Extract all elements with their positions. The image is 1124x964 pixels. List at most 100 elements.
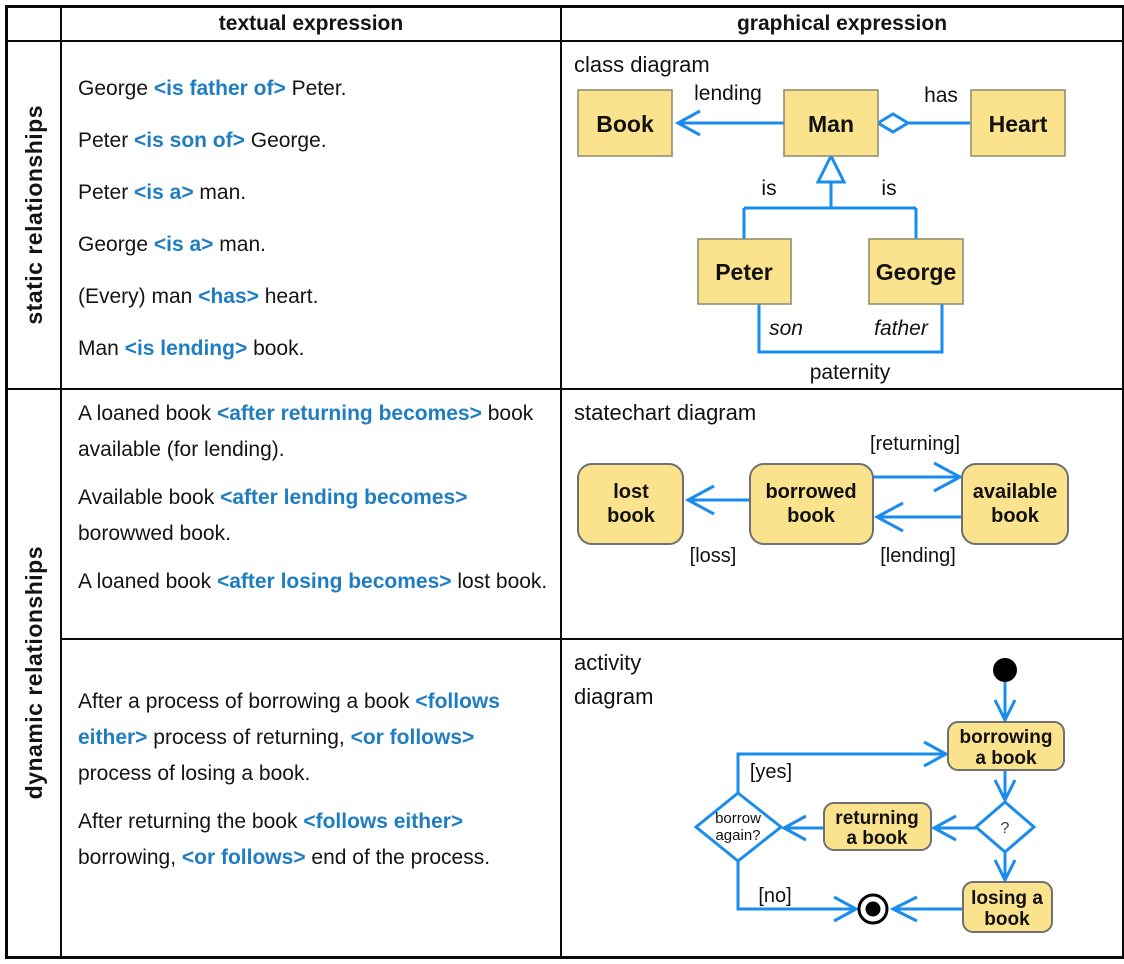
state-available-book: available book [961,463,1069,545]
text-segment: man. [193,181,247,204]
text-segment: borrowing, [78,846,182,869]
class-box-george-label: George [876,259,957,285]
class-diagram-cell: class diagram lending has is [560,40,1122,388]
state-borrowed-line1: borrowed [765,481,856,503]
text-segment: George [78,233,154,256]
action-borrowing-line1: borrowing [960,727,1053,748]
class-box-book: Book [577,89,673,157]
action-borrowing-a-book: borrowing a book [947,721,1065,771]
column-header-textual: textual expression [60,8,560,40]
statechart-diagram-cell: statechart diagram [returning] [lending]… [560,388,1122,638]
static-textual-cell: George <is father of> Peter. Peter <is s… [60,40,560,388]
text-segment: Peter [78,129,135,152]
statechart-diagram-svg: statechart diagram [returning] [lending]… [574,400,1069,567]
edge-returning-to-borrow-again [780,814,824,842]
text-segment: man. [213,233,266,256]
transition-lending: [lending] [873,501,962,567]
aggregation-has: has [875,84,970,134]
guard-lending-label: [lending] [880,545,956,567]
class-box-man: Man [783,89,879,157]
sentence-is-father-of: George <is father of> Peter. [78,72,552,106]
action-borrowing-line2: a book [975,748,1037,769]
relation-segment: <after lending becomes> [220,486,468,509]
row-label-dynamic-relationships: dynamic relationships [8,388,60,956]
generalization-triangle-icon [815,152,847,184]
text-segment: process of returning, [147,726,351,749]
text-segment: After a process of borrowing a book [78,690,416,713]
decision-question-label: ? [1001,820,1010,837]
edge-borrowing-to-decision [993,770,1017,804]
text-segment: George. [244,129,327,152]
column-header-graphical: graphical expression [560,8,1122,40]
sentence-returning-follows: After returning the book <follows either… [78,804,552,876]
text-segment: book. [247,337,305,360]
action-losing-line2: book [984,909,1030,930]
relation-segment: <is lending> [124,337,248,360]
guard-returning-label: [returning] [870,433,960,455]
class-box-peter-label: Peter [715,259,773,285]
corner-cell [8,8,60,40]
activity-diagram-svg: activity diagram [574,650,1065,933]
association-lending: lending [674,82,784,137]
transition-loss: [loss] [684,484,750,567]
column-header-graphical-label: graphical expression [736,12,948,35]
association-lending-label: lending [694,82,762,105]
role-label-son: son [769,317,803,340]
class-box-book-label: Book [596,111,654,137]
state-borrowed-book: borrowed book [749,463,874,545]
statechart-textual-cell: A loaned book <after returning becomes> … [60,388,560,638]
text-segment: Man [78,337,125,360]
row-label-static-relationships: static relationships [8,40,60,388]
relation-segment: <is a> [134,181,194,204]
initial-node-icon [993,658,1017,682]
association-paternity-label: paternity [810,361,891,384]
text-segment: (Every) man [78,285,199,308]
action-returning-line1: returning [835,808,918,829]
relation-segment: <is father of> [153,77,286,100]
action-returning-line2: a book [846,828,908,849]
class-diagram-title: class diagram [574,52,710,77]
relation-segment: <is a> [153,233,214,256]
statechart-diagram-title: statechart diagram [574,400,756,425]
relation-segment: <is son of> [134,129,245,152]
class-box-heart-label: Heart [989,111,1048,137]
transition-returning: [returning] [870,433,964,493]
activity-diagram-title-line1: activity [574,650,641,675]
text-segment: borowwed book. [78,522,231,545]
action-returning-a-book: returning a book [823,802,932,851]
guard-no-label: [no] [758,885,791,907]
action-losing-line1: losing a [971,888,1043,909]
text-segment: end of the process. [305,846,491,869]
text-segment: Peter. [285,77,347,100]
decision-borrow-line2: again? [715,827,760,844]
sentence-man-has-heart: (Every) man <has> heart. [78,280,552,314]
edge-decision-to-returning [930,814,976,842]
state-lost-book: lost book [577,463,684,545]
role-label-father: father [874,317,929,340]
sentence-after-returning: A loaned book <after returning becomes> … [78,396,556,468]
aggregation-has-label: has [924,84,958,107]
sentence-after-lending: Available book <after lending becomes> b… [78,480,556,552]
text-segment: After returning the book [78,810,304,833]
text-segment: heart. [258,285,319,308]
relation-segment: <has> [198,285,259,308]
text-segment: book available (for lending). [78,402,534,461]
relation-segment: <after returning becomes> [216,402,482,425]
sentence-borrowing-follows: After a process of borrowing a book <fol… [78,684,552,792]
guard-yes-label: [yes] [750,761,792,783]
relation-segment: <follows either> [78,690,500,749]
relation-segment: <or follows> [181,846,306,869]
text-segment: lost book. [451,570,548,593]
sentence-after-losing: A loaned book <after losing becomes> los… [78,564,556,600]
class-box-heart: Heart [970,89,1066,157]
activity-diagram-cell: activity diagram [560,638,1122,956]
text-segment: George [78,77,154,100]
class-box-man-label: Man [808,111,854,137]
sentence-george-is-a: George <is a> man. [78,228,552,262]
state-lost-line2: book [607,505,656,527]
sentence-is-son-of: Peter <is son of> George. [78,124,552,158]
text-segment: A loaned book [78,402,217,425]
guard-loss-label: [loss] [690,545,737,567]
state-lost-line1: lost [613,481,649,503]
relation-segment: <or follows> [350,726,475,749]
